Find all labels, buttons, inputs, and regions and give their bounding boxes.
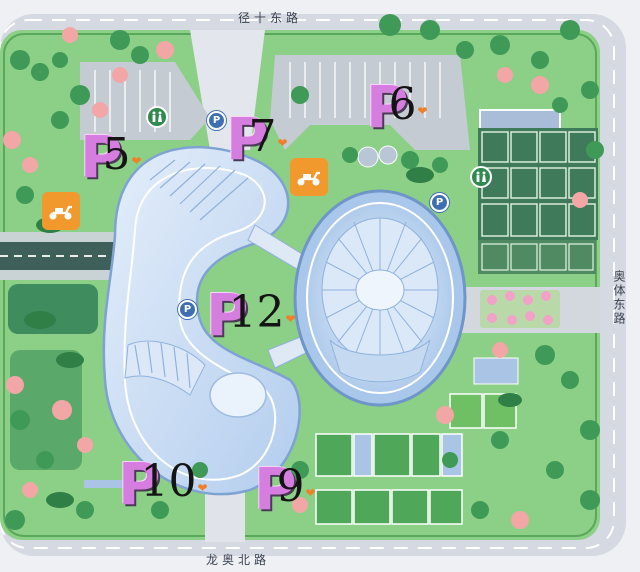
restroom-glyph [152,111,162,122]
road-label-east: 奥体东路 [612,270,626,326]
parking-letter: P [206,281,248,349]
scooter-glyph [297,171,320,186]
parking-letter: P [80,123,122,191]
scooter-icon[interactable] [290,158,328,196]
parking-number: 9 [276,461,305,512]
scooter-icon[interactable] [42,192,80,230]
heart-icon: ❤ [131,154,142,168]
parking-area-p5 [80,62,210,140]
parking-letter: P [118,450,160,518]
parking-letter: P [366,73,408,141]
scooter-glyph [49,205,72,220]
parking-number: 6 [388,79,417,130]
parking-number: 5 [102,129,131,180]
parking-label-p9[interactable]: P 9 ❤ [254,460,316,518]
parking-pin-icon[interactable]: P [207,111,226,130]
parking-label-p7[interactable]: P 7 ❤ [226,110,288,168]
heart-icon: ❤ [417,104,428,118]
parking-label-p5[interactable]: P 5 ❤ [80,128,142,186]
parking-number: 7 [248,111,277,162]
heart-icon: ❤ [197,481,208,495]
heart-icon: ❤ [305,486,316,500]
trees [3,14,604,530]
restroom-icon[interactable] [470,166,492,188]
parking-number: 10 [140,456,197,507]
road-label-north: 径十东路 [238,11,303,25]
tennis-courts [478,128,598,240]
heart-icon: ❤ [285,312,296,326]
heart-icon: ❤ [277,136,288,150]
parking-pin-icon[interactable]: P [430,193,449,212]
road-label-south: 龙奥北路 [206,553,271,567]
parking-label-p6[interactable]: P 6 ❤ [366,78,428,136]
restroom-icon[interactable] [146,106,168,128]
parking-number: 12 [228,287,285,338]
parking-label-p10[interactable]: P 10 ❤ [118,455,208,513]
parking-letter: P [254,455,296,523]
parking-label-p12[interactable]: P 12 ❤ [206,286,296,344]
parking-pin-icon[interactable]: P [178,300,197,319]
restroom-glyph [476,171,486,182]
parking-letter: P [226,105,268,173]
